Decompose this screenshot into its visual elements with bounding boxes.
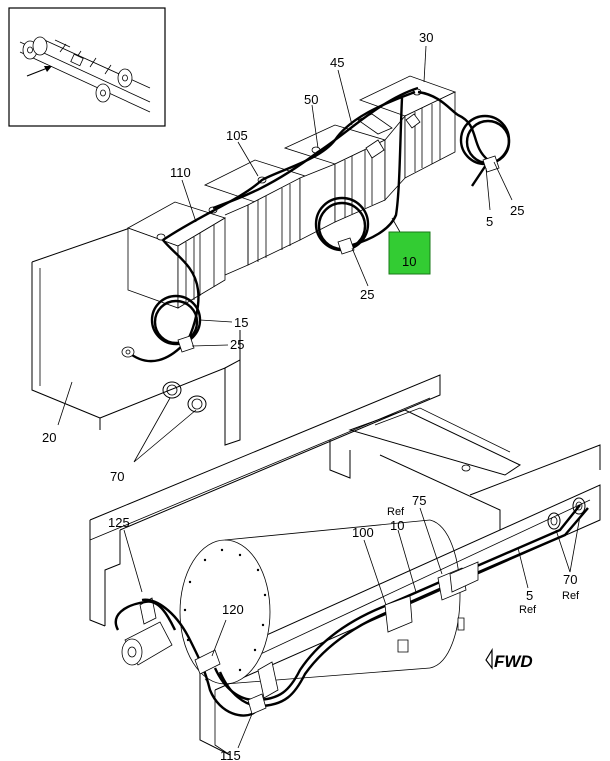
callout-30: 30 bbox=[419, 30, 433, 45]
upper-cables bbox=[121, 86, 511, 363]
callout-50: 50 bbox=[304, 92, 318, 107]
leader-lines bbox=[57, 45, 581, 749]
callout-5-upper: 5 bbox=[486, 214, 493, 229]
callout-5-lower: 5 bbox=[526, 588, 533, 603]
battery-box-3 bbox=[283, 124, 387, 241]
battery-box-2 bbox=[203, 159, 307, 276]
fwd-indicator: FWD bbox=[485, 647, 533, 671]
fwd-arrow-icon bbox=[485, 647, 493, 670]
grommet-lower-right bbox=[572, 497, 586, 515]
callout-110: 110 bbox=[170, 165, 191, 180]
fwd-label: FWD bbox=[494, 652, 533, 671]
grommet-upper-right bbox=[187, 395, 207, 413]
highlight-box[interactable] bbox=[388, 231, 431, 275]
callout-45: 45 bbox=[330, 55, 344, 70]
callout-75: 75 bbox=[412, 493, 426, 508]
callout-70-right: 70 bbox=[563, 572, 577, 587]
locator-inset bbox=[8, 7, 166, 127]
callout-10-highlight[interactable]: 10 bbox=[402, 254, 416, 269]
starter-motor bbox=[121, 597, 173, 666]
callout-25-mid: 25 bbox=[360, 287, 374, 302]
callout-10-ref-tag: Ref bbox=[387, 506, 405, 518]
callout-5-ref-tag: Ref bbox=[519, 604, 537, 616]
grommet-upper-left bbox=[162, 381, 182, 399]
callout-10-ref: 10 bbox=[390, 518, 404, 533]
callout-25-right: 25 bbox=[510, 203, 524, 218]
callout-70-ref-tag: Ref bbox=[562, 590, 580, 602]
callout-15: 15 bbox=[234, 315, 248, 330]
callout-120: 120 bbox=[222, 602, 244, 617]
callout-25-left: 25 bbox=[230, 337, 244, 352]
callout-105: 105 bbox=[226, 128, 248, 143]
fuel-tank bbox=[179, 519, 461, 685]
callout-100: 100 bbox=[352, 525, 374, 540]
lower-frame bbox=[89, 374, 601, 756]
highlighted-callout-10[interactable]: 10 bbox=[388, 231, 431, 275]
callout-70-left: 70 bbox=[110, 469, 124, 484]
grommet-lower-left bbox=[547, 512, 561, 530]
callout-115: 115 bbox=[220, 748, 241, 761]
callout-20: 20 bbox=[42, 430, 56, 445]
battery-box-1 bbox=[127, 201, 226, 309]
lower-cables bbox=[114, 504, 589, 717]
callout-125: 125 bbox=[108, 515, 130, 530]
